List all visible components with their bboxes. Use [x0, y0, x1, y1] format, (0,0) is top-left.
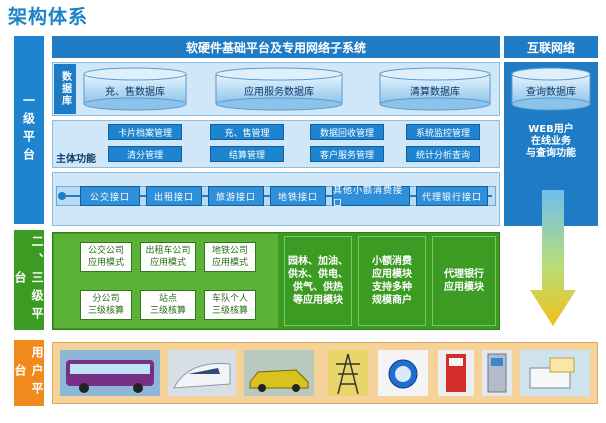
- web-line-3: 与查询功能: [526, 148, 576, 159]
- settle-branch: 分公司 三级核算: [80, 290, 132, 320]
- database-label: 数据库: [54, 64, 76, 114]
- iface-metro: 地铁接口: [270, 186, 326, 206]
- water-meter-photo: [378, 350, 428, 396]
- page-title: 架构体系: [8, 6, 89, 28]
- internet-bar: 互联网络: [504, 36, 598, 58]
- query-db-cylinder: [511, 67, 591, 111]
- power-tower-photo: [328, 350, 368, 396]
- user-devices-strip: [60, 350, 590, 396]
- atm-photo: [482, 350, 512, 396]
- iface-bank: 代理银行接口: [416, 186, 488, 206]
- func-data-recovery: 数据回收管理: [310, 124, 384, 140]
- db-cylinder-2: [215, 67, 343, 111]
- func-statistics: 统计分析查询: [406, 146, 480, 162]
- train-photo: [168, 350, 236, 396]
- infra-bar: 软硬件基础平台及专用网络子系统: [52, 36, 500, 58]
- db-query-label: 查询数据库: [526, 86, 576, 98]
- func-card-archive: 卡片档案管理: [108, 124, 182, 140]
- db-cylinder-3: [379, 67, 491, 111]
- tier-label-level1: 一级平台: [14, 36, 44, 224]
- app-metro-company: 地铁公司 应用模式: [204, 242, 256, 272]
- others-module: 园林、加油、 供水、供电、 供气、供热 等应用模块: [288, 256, 348, 306]
- iface-small-pay: 其他小额消费接口: [332, 186, 410, 209]
- func-sales-mgmt: 充、售管理: [210, 124, 284, 140]
- web-line-2: 在线业务: [531, 136, 571, 147]
- card-reader-photo: [520, 350, 590, 396]
- web-user-text: WEB用户 在线业务 与查询功能: [506, 124, 596, 160]
- db-cylinder-1: [83, 67, 187, 111]
- func-customer-service: 客户服务管理: [310, 146, 384, 162]
- iface-bus: 公交接口: [80, 186, 140, 206]
- app-taxi-company: 出租车公司 应用模式: [140, 242, 196, 272]
- taxi-photo: [244, 350, 314, 396]
- tier-label-level23: 二、三级平台: [13, 230, 44, 330]
- database-cylinders: [83, 67, 491, 111]
- web-line-1: WEB用户: [528, 124, 574, 135]
- iface-taxi: 出租接口: [146, 186, 202, 206]
- functions-label: 主体功能: [56, 154, 96, 165]
- others-module-box: [284, 236, 352, 326]
- bus-photo: [60, 350, 160, 396]
- tier-label-user: 用户平台: [13, 340, 44, 406]
- settle-station: 站点 三级核算: [140, 290, 196, 320]
- db-sales-label: 充、售数据库: [105, 86, 165, 98]
- db-app-service-label: 应用服务数据库: [244, 86, 314, 98]
- iface-tourism: 旅游接口: [208, 186, 264, 206]
- func-system-monitor: 系统监控管理: [406, 124, 480, 140]
- small-pay-module: 小额消费 应用模块 支持多种 规模商户: [372, 256, 412, 306]
- settle-fleet: 车队个人 三级核算: [204, 290, 256, 320]
- bank-module: 代理银行 应用模块: [444, 269, 484, 293]
- func-settlement: 结算管理: [210, 146, 284, 162]
- small-pay-module-box: [358, 236, 426, 326]
- db-clearing-label: 清算数据库: [410, 86, 460, 98]
- down-arrow-icon: [530, 190, 576, 326]
- bank-module-box: [432, 236, 496, 326]
- fuel-pump-photo: [438, 350, 474, 396]
- func-clearing: 清分管理: [108, 146, 182, 162]
- app-bus-company: 公交公司 应用模式: [80, 242, 132, 272]
